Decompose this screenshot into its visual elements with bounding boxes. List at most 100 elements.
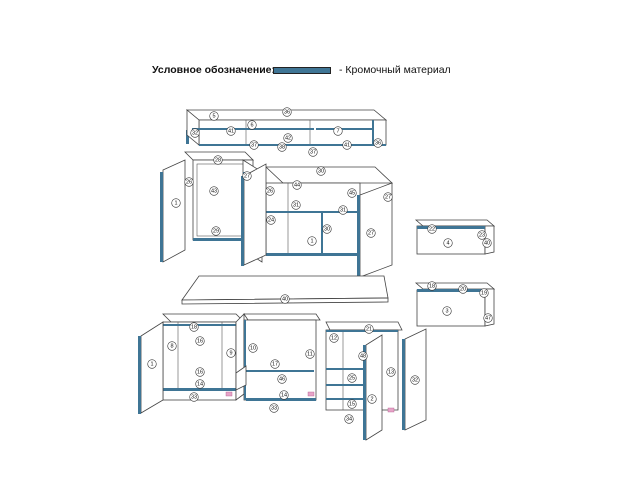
part-number-label: 36 xyxy=(282,107,292,117)
part-number: 19 xyxy=(481,290,487,296)
part-number-label: 27 xyxy=(383,192,393,202)
legend-description: - Кромочный материал xyxy=(339,64,451,76)
part-number: 12 xyxy=(331,335,337,341)
bottom-center-cabinet xyxy=(235,313,321,401)
part-number-label: 27 xyxy=(242,171,252,181)
part-number: 40 xyxy=(484,240,490,246)
part-number: 43 xyxy=(211,188,217,194)
part-number: 4 xyxy=(446,240,449,246)
center-cabinet xyxy=(241,163,394,278)
part-number-label: 9 xyxy=(226,348,236,358)
part-number-label: 20 xyxy=(458,284,468,294)
part-number: 41 xyxy=(228,128,234,134)
part-number: 33 xyxy=(191,394,197,400)
part-number: 10 xyxy=(250,345,256,351)
part-number-label: 27 xyxy=(366,228,376,238)
part-number: 47 xyxy=(485,315,491,321)
part-number: 38 xyxy=(279,144,285,150)
part-number-label: 13 xyxy=(386,367,396,377)
part-number-label: 29 xyxy=(211,226,221,236)
part-number-label: 12 xyxy=(329,333,339,343)
part-number-label: 18 xyxy=(189,322,199,332)
part-number: 48 xyxy=(360,353,366,359)
part-number-label: 33 xyxy=(189,392,199,402)
part-number: 27 xyxy=(385,194,391,200)
part-number-label: 16 xyxy=(195,367,205,377)
part-number: 32 xyxy=(192,130,198,136)
part-number-label: 40 xyxy=(280,294,290,304)
part-number: 16 xyxy=(197,369,203,375)
part-number-label: 1 xyxy=(307,236,317,246)
part-number: 42 xyxy=(285,135,291,141)
legend: Условное обозначение: - Кромочный матери… xyxy=(0,58,625,82)
part-number-label: 46 xyxy=(277,374,287,384)
part-number: 22 xyxy=(429,226,435,232)
part-number: 1 xyxy=(174,200,177,206)
part-number: 13 xyxy=(388,369,394,375)
part-number: 29 xyxy=(213,228,219,234)
part-number: 23 xyxy=(479,232,485,238)
part-number-label: 21 xyxy=(364,324,374,334)
part-number-label: 17 xyxy=(270,359,280,369)
part-number-label: 18 xyxy=(427,281,437,291)
part-number-label: 10 xyxy=(248,343,258,353)
part-number-label: 11 xyxy=(305,349,315,359)
part-number-label: 24 xyxy=(266,215,276,225)
tabletop xyxy=(181,275,389,305)
part-number-label: 44 xyxy=(292,180,302,190)
bottom-right-cabinet xyxy=(325,321,403,441)
part-number: 45 xyxy=(349,190,355,196)
legend-title: Условное обозначение: xyxy=(152,64,276,76)
edge-material-swatch xyxy=(273,67,331,74)
part-number: 32 xyxy=(412,377,418,383)
part-number-label: 15 xyxy=(347,399,357,409)
part-number-label: 1 xyxy=(171,198,181,208)
part-number-label: 28 xyxy=(213,155,223,165)
part-number: 37 xyxy=(251,142,257,148)
part-number: 15 xyxy=(349,401,355,407)
part-number-label: 31 xyxy=(338,205,348,215)
part-number: 11 xyxy=(307,351,313,357)
part-number: 44 xyxy=(294,182,300,188)
part-number-label: 7 xyxy=(333,126,343,136)
part-number-label: 42 xyxy=(283,133,293,143)
part-number: 3 xyxy=(445,308,448,314)
part-number: 20 xyxy=(460,286,466,292)
part-number: 1 xyxy=(150,361,153,367)
part-number: 18 xyxy=(429,283,435,289)
part-number-label: 30 xyxy=(322,224,332,234)
part-number: 33 xyxy=(271,405,277,411)
part-number-label: 33 xyxy=(269,403,279,413)
part-number-label: 32 xyxy=(410,375,420,385)
part-number: 6 xyxy=(250,122,253,128)
part-number-label: 8 xyxy=(167,341,177,351)
part-number-label: 41 xyxy=(226,126,236,136)
part-number: 27 xyxy=(368,230,374,236)
part-number-label: 43 xyxy=(209,186,219,196)
part-number-label: 37 xyxy=(308,147,318,157)
part-number: 5 xyxy=(212,113,215,119)
part-number-label: 48 xyxy=(358,351,368,361)
part-number: 30 xyxy=(324,226,330,232)
part-number-label: 34 xyxy=(344,414,354,424)
part-number-label: 41 xyxy=(342,140,352,150)
part-number: 36 xyxy=(284,109,290,115)
part-number-label: 16 xyxy=(195,336,205,346)
part-number: 28 xyxy=(215,157,221,163)
part-number: 18 xyxy=(191,324,197,330)
part-number: 17 xyxy=(272,361,278,367)
part-number: 1 xyxy=(310,238,313,244)
part-number: 21 xyxy=(366,326,372,332)
part-number: 24 xyxy=(268,217,274,223)
part-number-label: 37 xyxy=(249,140,259,150)
part-number: 7 xyxy=(336,128,339,134)
part-number: 14 xyxy=(281,392,287,398)
part-number-label: 1 xyxy=(147,359,157,369)
part-number: 30 xyxy=(318,168,324,174)
part-number: 40 xyxy=(282,296,288,302)
part-number: 34 xyxy=(346,416,352,422)
part-number-label: 23 xyxy=(477,230,487,240)
part-number-label: 47 xyxy=(483,313,493,323)
